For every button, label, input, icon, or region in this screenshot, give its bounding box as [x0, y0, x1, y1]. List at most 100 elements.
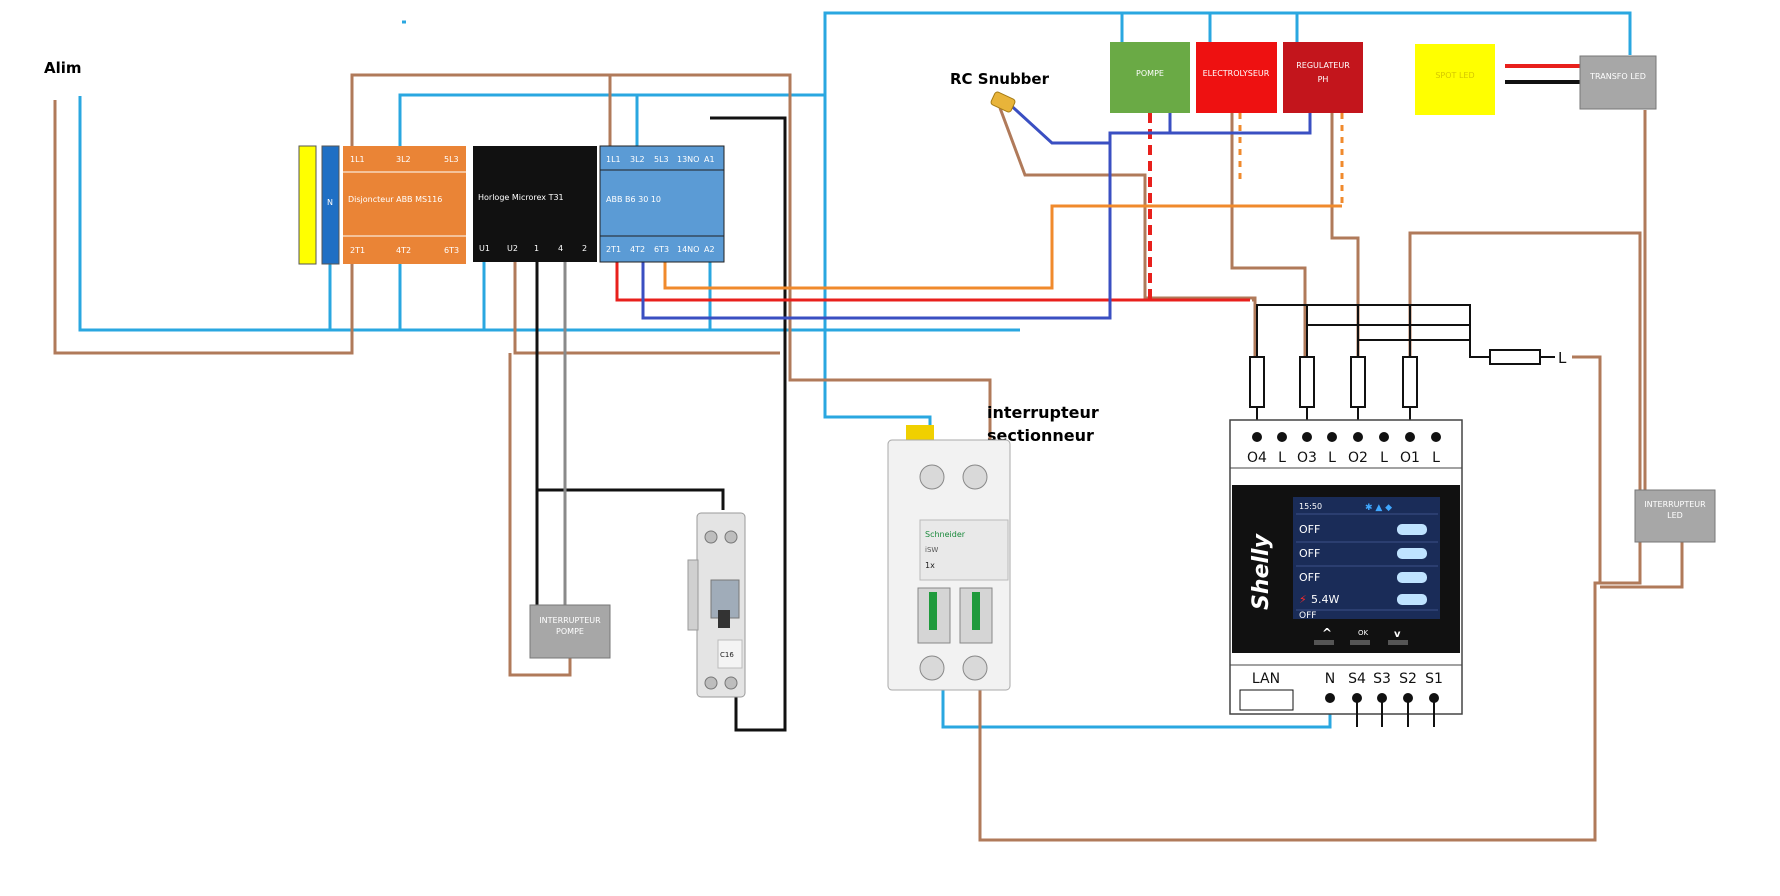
- wire-brown-reg-o: [1330, 113, 1360, 358]
- horloge-microrex-t31: Horloge Microrex T31 U1 U2 1 4 2: [473, 146, 597, 262]
- shelly-term-s4: S4: [1348, 671, 1366, 687]
- interrupteur-led-label-1: INTERRUPTEUR: [1644, 500, 1706, 509]
- regulateur-box: [1283, 42, 1363, 113]
- shelly-top-terminals: O4 L O3 L O2 L O1 L: [1247, 432, 1441, 466]
- mcb-c16: C16: [687, 512, 746, 698]
- ct-term-2t1: 2T1: [606, 245, 621, 254]
- horloge-term-4: 4: [558, 244, 563, 253]
- wire-brown-pompe-o: [1230, 113, 1307, 358]
- dj-term-1l1: 1L1: [350, 155, 365, 164]
- pompe-box: [1110, 42, 1190, 113]
- horloge-term-2: 2: [582, 244, 587, 253]
- ct-term-3l2: 3L2: [630, 155, 645, 164]
- shelly-status-icons: ✱ ▲ ◆: [1365, 503, 1392, 513]
- wires: [53, 11, 1684, 842]
- shelly-term-l2: L: [1328, 450, 1336, 466]
- ct-term-4t2: 4T2: [630, 245, 645, 254]
- shelly-bolt-icon: ⚡: [1299, 593, 1307, 606]
- shelly-term-n: N: [1325, 671, 1335, 687]
- transfo-led-label: TRANSFO LED: [1589, 72, 1646, 81]
- wire-blue-top-dj: [398, 93, 825, 146]
- wire-brown-sect-bottom: [978, 231, 1642, 842]
- electrolyseur-box: [1196, 42, 1277, 113]
- shelly-term-o1: O1: [1400, 450, 1420, 466]
- shelly-up-button[interactable]: ^: [1322, 626, 1332, 640]
- phase-bar: [298, 145, 317, 265]
- horloge-title: Horloge Microrex T31: [478, 193, 564, 202]
- shelly-brand: Shelly: [1249, 532, 1274, 610]
- ct-term-13no: 13NO: [677, 155, 699, 164]
- wire-brown-led-bottom: [1600, 540, 1684, 589]
- ct-term-6t3: 6T3: [654, 245, 669, 254]
- sectionneur-label-2: sectionneur: [987, 426, 1094, 445]
- transfo-led-box: [1579, 55, 1657, 110]
- horloge-term-u2: U2: [507, 244, 518, 253]
- wire-black-horloge: [710, 116, 787, 732]
- ct-term-a1: A1: [704, 155, 715, 164]
- sectionneur-model: iSW: [925, 546, 938, 554]
- shelly-term-l4: L: [1432, 450, 1440, 466]
- electrolyseur-label: ELECTROLYSEUR: [1203, 69, 1270, 78]
- shelly-term-l3: L: [1380, 450, 1388, 466]
- wire-blue-top-loop: [635, 11, 1632, 146]
- interrupteur-pompe-label-1: INTERRUPTEUR: [539, 616, 601, 625]
- shelly-screen: 15:50 ✱ ▲ ◆ OFF OFF OFF ⚡ 5.4W OFF: [1293, 497, 1440, 621]
- shelly-row-1: OFF: [1299, 523, 1320, 536]
- shelly-pro-4pm: L O4 L O3 L O2 L O1 L Shelly 15: [1229, 304, 1567, 727]
- wire-brown-horloge-loop: [513, 262, 780, 355]
- shelly-term-s1: S1: [1425, 671, 1443, 687]
- wire-red-2t1: [615, 262, 1250, 302]
- dj-term-5l3: 5L3: [444, 155, 459, 164]
- dj-term-4t2: 4T2: [396, 246, 411, 255]
- wire-brown-snubber: [998, 107, 1257, 358]
- shelly-term-o2: O2: [1348, 450, 1368, 466]
- interrupteur-led-label-2: LED: [1667, 511, 1683, 520]
- shelly-bottom-terminals: LAN N S4 S3 S2 S1: [1239, 671, 1443, 727]
- mcb-label: C16: [720, 651, 734, 659]
- spot-led-box: [1415, 44, 1495, 115]
- shelly-ok-button[interactable]: OK: [1358, 629, 1369, 637]
- shelly-fuses: [1249, 304, 1555, 430]
- regulateur-label-1: REGULATEUR: [1296, 61, 1350, 70]
- sectionneur-rating: 1x: [925, 561, 935, 570]
- wire-blue-main: [78, 96, 1020, 332]
- shelly-term-l1: L: [1278, 450, 1286, 466]
- horloge-term-u1: U1: [479, 244, 490, 253]
- contacteur-abb-b6: 1L1 3L2 5L3 13NO A1 ABB B6 30 10 2T1 4T2…: [599, 145, 725, 263]
- interrupteur-pompe-box: [529, 604, 611, 659]
- rc-snubber-capacitor: [990, 91, 1016, 113]
- ct-title: ABB B6 30 10: [606, 195, 661, 204]
- sectionneur-label-1: interrupteur: [987, 403, 1099, 422]
- wire-orange-6t3: [663, 204, 1342, 290]
- wire-blue-sectionneur: [823, 95, 932, 440]
- shelly-term-lan: LAN: [1252, 671, 1280, 687]
- alim-label: Alim: [44, 59, 82, 77]
- shelly-term-o3: O3: [1297, 450, 1317, 466]
- wire-brown-shelly-fuse: [1572, 355, 1602, 583]
- dj-title: Disjoncteur ABB MS116: [348, 195, 442, 204]
- disjoncteur-abb-ms116: 1L1 3L2 5L3 Disjoncteur ABB MS116 2T1 4T…: [343, 146, 466, 264]
- rc-snubber-label: RC Snubber: [950, 70, 1050, 88]
- horloge-term-1: 1: [534, 244, 539, 253]
- regulateur-label-2: PH: [1318, 75, 1329, 84]
- wire-brown-alim: [53, 73, 992, 440]
- dj-term-3l2: 3L2: [396, 155, 411, 164]
- wire-darkblue-snubber: [1003, 98, 1110, 145]
- wire-brown-int-pompe: [508, 353, 572, 677]
- shelly-row-4: 5.4W: [1311, 593, 1339, 606]
- shelly-row-3: OFF: [1299, 571, 1320, 584]
- ct-term-1l1: 1L1: [606, 155, 621, 164]
- dj-term-6t3: 6T3: [444, 246, 459, 255]
- shelly-row-5: OFF: [1299, 611, 1316, 621]
- neutral-bar: [321, 145, 340, 265]
- ct-term-14no: 14NO: [677, 245, 699, 254]
- shelly-clock: 15:50: [1299, 502, 1322, 511]
- pompe-label: POMPE: [1136, 69, 1164, 78]
- shelly-down-button[interactable]: v: [1394, 629, 1401, 640]
- dj-term-2t1: 2T1: [350, 246, 365, 255]
- shelly-term-o4: O4: [1247, 450, 1267, 466]
- wire-darkblue-main: [641, 113, 1172, 320]
- interrupteur-pompe-label-2: POMPE: [556, 627, 584, 636]
